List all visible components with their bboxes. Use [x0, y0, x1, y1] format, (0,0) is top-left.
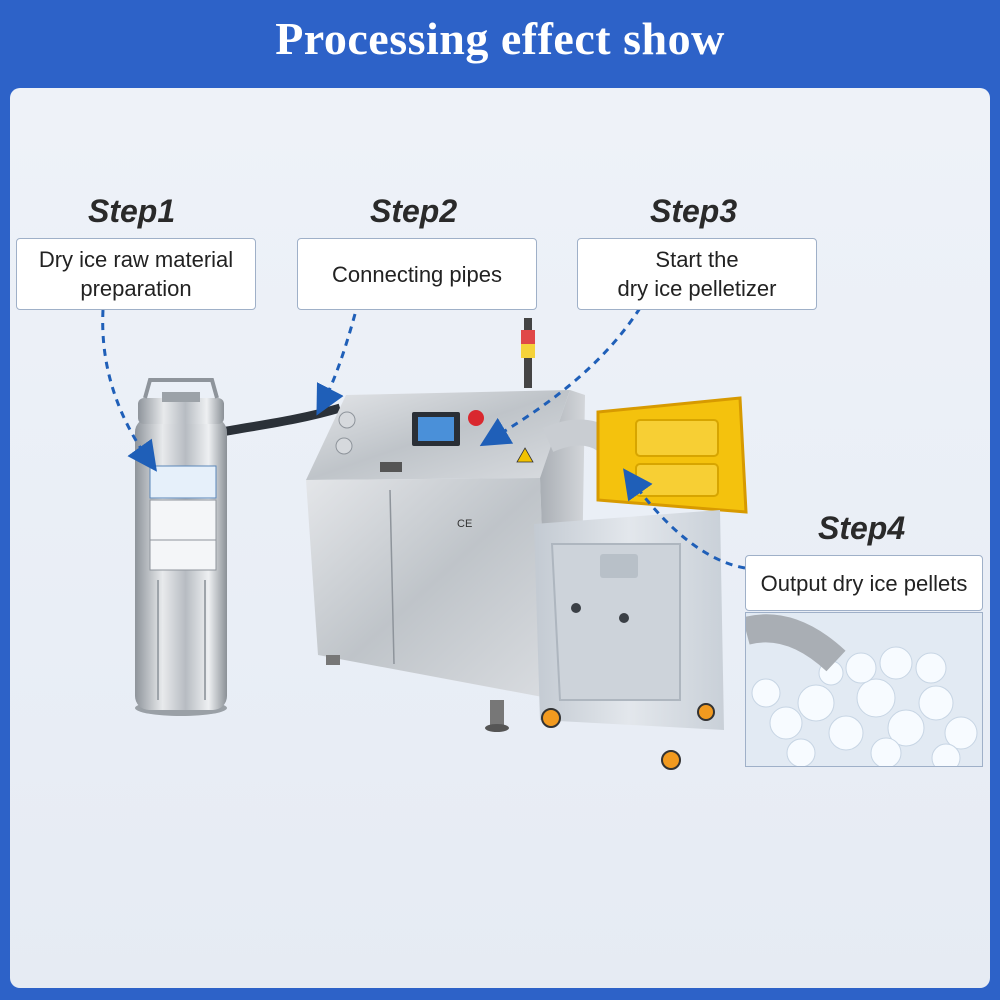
gas-cylinder [135, 378, 227, 716]
page-title: Processing effect show [275, 13, 725, 64]
step1-heading: Step1 [88, 193, 176, 229]
dry-ice-pellets-photo [745, 612, 983, 767]
collection-bin [534, 510, 724, 770]
warning-icon [516, 447, 534, 463]
step1-arrow [101, 309, 157, 472]
step4-box: Output dry ice pellets [745, 555, 983, 611]
bin-lid [596, 396, 748, 514]
hose [221, 403, 342, 437]
step2-box: Connecting pipes [297, 238, 537, 310]
step4-arrow [623, 468, 746, 570]
step2-arrow [316, 313, 357, 416]
step2-heading: Step2 [370, 193, 458, 229]
step1-box: Dry ice raw material preparation [16, 238, 256, 310]
step3-heading: Step3 [650, 193, 738, 229]
step3-arrow [479, 307, 642, 447]
emergency-stop-icon [468, 410, 484, 426]
step3-box: Start the dry ice pelletizer [577, 238, 817, 310]
ce-mark-icon: CE [457, 518, 472, 530]
step4-heading: Step4 [818, 510, 906, 546]
